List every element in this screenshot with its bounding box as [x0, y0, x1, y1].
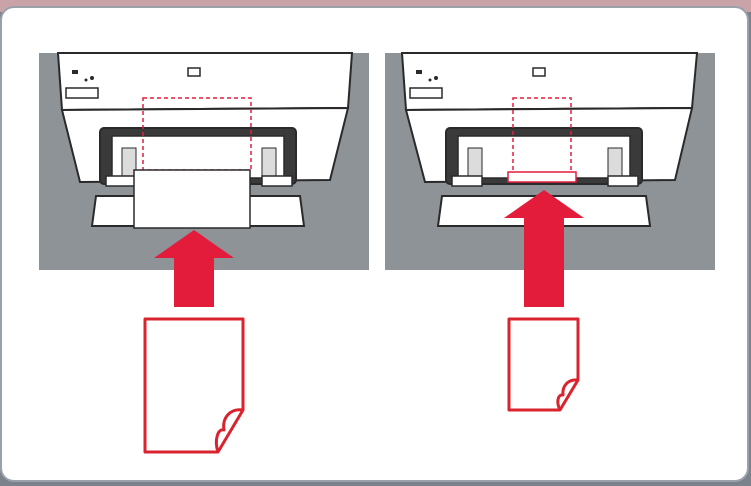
left-panel — [39, 52, 369, 454]
right-paper-sheet-icon — [507, 317, 580, 412]
right-printer-icon — [400, 52, 699, 227]
left-paper-sheet-icon — [143, 317, 245, 454]
left-feed-arrow-icon — [154, 230, 234, 307]
left-printer-icon — [56, 52, 354, 229]
right-feed-arrow-icon — [504, 190, 584, 307]
right-panel — [385, 52, 715, 412]
